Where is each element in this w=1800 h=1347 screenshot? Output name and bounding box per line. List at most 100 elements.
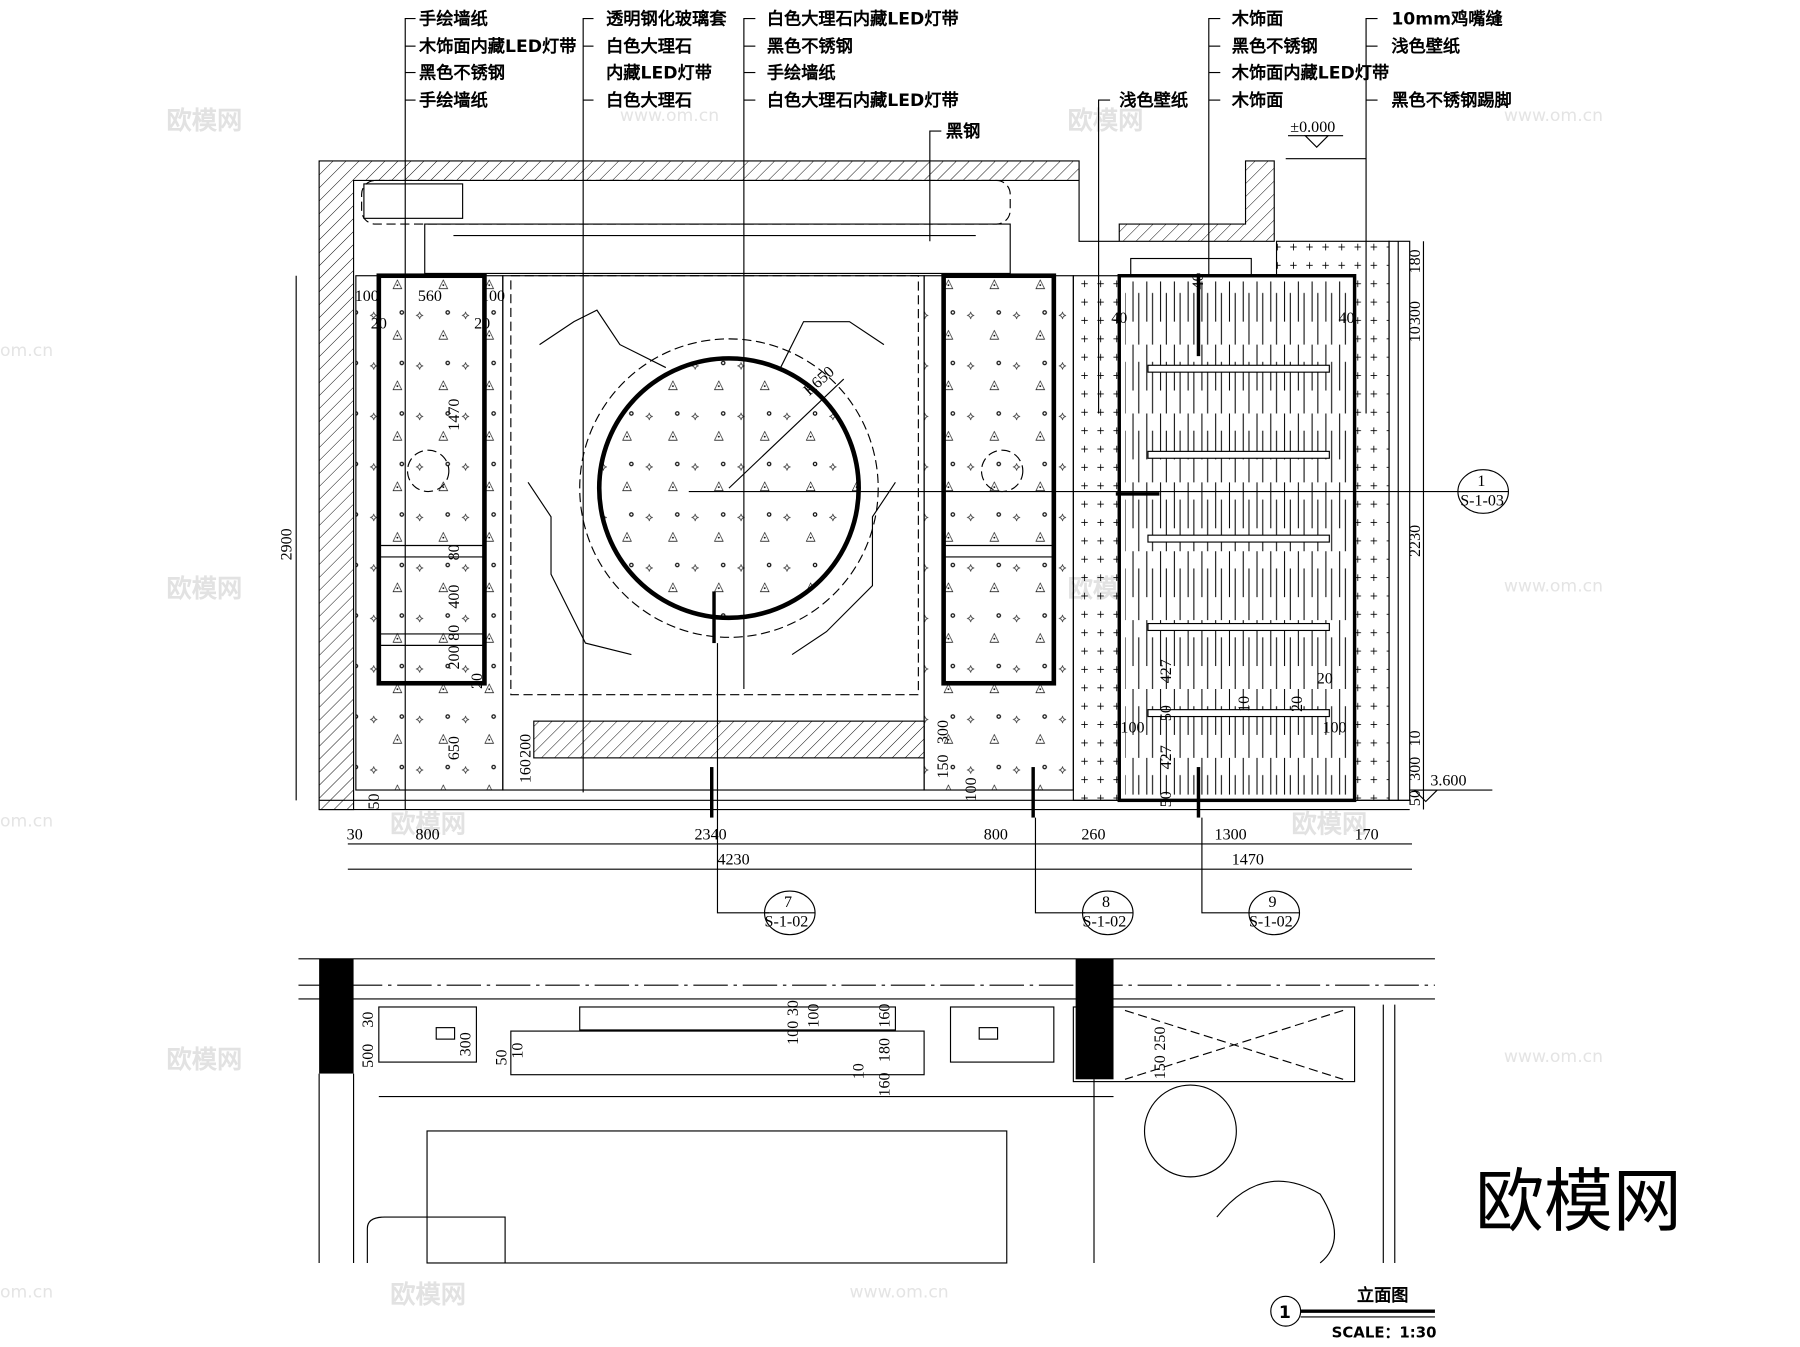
section-marker-8-text: S-1-02 xyxy=(1083,914,1127,931)
drawing-title: 立面图 xyxy=(1357,1285,1409,1306)
dimensions-left-panel-text: 20 xyxy=(474,316,490,333)
dimensions-center: 200 160 300 150 100 xyxy=(517,720,979,801)
plan-view-text: 250 xyxy=(1152,1027,1169,1051)
plan-view-text: 500 xyxy=(360,1044,377,1068)
dimensions-door-text: 40 xyxy=(1111,310,1127,327)
dimensions-right-text: 2230 xyxy=(1407,525,1424,557)
callout-wallpaper-text: 浅色壁纸 xyxy=(1119,90,1188,111)
plan-view-text: 180 xyxy=(877,1038,894,1062)
watermarks-text: om.cn xyxy=(0,341,53,361)
drawing-scale: SCALE：1:30 xyxy=(1332,1324,1437,1342)
dimensions-right-text: 180 xyxy=(1407,249,1424,273)
watermarks-text: www.om.cn xyxy=(849,1282,948,1302)
watermarks-text: www.om.cn xyxy=(1504,106,1603,126)
callout-group-3: 白色大理石内藏LED灯带 黑色不锈钢 手绘墙纸 白色大理石内藏LED灯带 xyxy=(743,8,959,689)
dimensions-door-text: 100 xyxy=(1322,720,1346,737)
wallpaper-strip xyxy=(1072,275,1120,801)
section-marker-8-text: 8 xyxy=(1102,894,1110,911)
section-marker-9-text: 9 xyxy=(1268,894,1276,911)
dimensions-right-text: 300 xyxy=(1407,301,1424,325)
center-marble-panel: R650 xyxy=(502,275,925,791)
dimensions-right-text: 10 xyxy=(1407,326,1424,342)
watermarks-text: www.om.cn xyxy=(1504,1047,1603,1067)
level-mark-bottom-text: 3.600 xyxy=(1430,772,1466,789)
plan-view-text: 300 xyxy=(458,1032,475,1056)
callout-group-4-text: 木饰面内藏LED灯带 xyxy=(1231,62,1389,83)
section-marker-7-text: S-1-02 xyxy=(765,914,809,931)
watermarks-text: om.cn xyxy=(0,812,53,832)
watermarks-text: 欧模网 xyxy=(166,106,242,135)
plan-view-text: 100 xyxy=(785,1021,802,1045)
plan-view-text: 50 xyxy=(493,1049,510,1065)
callout-black-steel-text: 黑钢 xyxy=(946,121,980,142)
dimensions-door-text: 40 xyxy=(1190,273,1207,289)
dimensions-left-panel-text: 80 xyxy=(446,625,463,641)
dimensions-bottom-text: 1470 xyxy=(1232,852,1264,869)
callout-black-steel: 黑钢 xyxy=(929,121,980,242)
dimensions-center-text: 160 xyxy=(517,759,534,783)
callout-group-1-text: 手绘墙纸 xyxy=(419,8,488,29)
dimensions-door-text: 20 xyxy=(1317,670,1333,687)
callout-group-2-text: 白色大理石 xyxy=(606,36,692,57)
dimensions-left-panel-text: 1470 xyxy=(446,399,463,431)
dimensions-right: 180 300 10 2230 10 300 50 xyxy=(1407,241,1425,810)
watermarks-text: 欧模网 xyxy=(166,574,242,603)
section-marker-9[interactable]: 9 S-1-02 xyxy=(1248,890,1301,936)
callout-group-5-text: 黑色不锈钢踢脚 xyxy=(1391,90,1511,111)
plan-view: 30 500 300 50 10 30 100 100 160 180 160 … xyxy=(298,958,1435,1264)
glass-circle xyxy=(579,338,879,638)
dimensions-door-text: 40 xyxy=(1339,310,1355,327)
section-marker-8[interactable]: 8 S-1-02 xyxy=(1081,890,1134,936)
dimensions-door: 40 40 40 427 50 427 50 10 20 20 100 100 xyxy=(1111,273,1354,807)
callout-group-3-text: 白色大理石内藏LED灯带 xyxy=(767,8,959,29)
dimensions-left-panel-text: 80 xyxy=(446,544,463,560)
callout-group-4-text: 木饰面 xyxy=(1231,8,1284,29)
watermarks-text: om.cn xyxy=(0,1282,53,1302)
watermarks-text: 欧模网 xyxy=(1068,106,1144,135)
callout-group-5-text: 10mm鸡嘴缝 xyxy=(1391,8,1503,29)
callout-group-1-text: 手绘墙纸 xyxy=(419,90,488,111)
callout-group-2-text: 白色大理石 xyxy=(606,90,692,111)
dimensions-door-text: 100 xyxy=(1120,720,1144,737)
left-marble-panel xyxy=(355,273,504,791)
watermarks-text: 欧模网 xyxy=(390,1280,466,1309)
section-marker-7[interactable]: 7 S-1-02 xyxy=(763,890,816,936)
dimensions-bottom-text: 2340 xyxy=(695,826,727,843)
dimensions-center-text: 100 xyxy=(963,777,980,801)
dimensions-center-text: 200 xyxy=(517,734,534,758)
dimensions-bottom-text: 800 xyxy=(984,826,1008,843)
dimensions-center-text: 150 xyxy=(935,754,952,778)
callout-group-5-text: 浅色壁纸 xyxy=(1391,36,1460,57)
watermarks-text: www.om.cn xyxy=(1504,576,1603,596)
plan-view-text: 100 xyxy=(805,1004,822,1028)
section-marker-7-text: 7 xyxy=(784,894,792,911)
section-marker-1[interactable]: 1 S-1-03 xyxy=(1457,469,1509,514)
dimensions-door-text: 50 xyxy=(1158,791,1175,807)
plan-view-text: 10 xyxy=(850,1063,867,1079)
wall-structure xyxy=(318,160,1275,811)
dimensions-bottom-text: 170 xyxy=(1355,826,1379,843)
drawing-title-block: 1 立面图 SCALE：1:30 xyxy=(1270,1285,1437,1342)
plan-view-text: 30 xyxy=(360,1012,377,1028)
watermarks-text: 欧模网 xyxy=(1291,809,1367,838)
right-marble-panel xyxy=(923,273,1074,791)
dimensions-left-panel-text: 400 xyxy=(446,585,463,609)
dimensions-door-text: 20 xyxy=(1289,696,1306,712)
dimensions-right-text: 10 xyxy=(1407,730,1424,746)
dimensions-door-text: 427 xyxy=(1158,659,1175,683)
dimension-height-text: 2900 xyxy=(279,528,296,560)
dimensions-right-text: 50 xyxy=(1407,790,1424,806)
dimension-height: 2900 xyxy=(279,275,297,801)
dimensions-left-panel-text: 100 xyxy=(481,288,505,305)
dimensions-door-text: 50 xyxy=(1158,705,1175,721)
callout-group-2: 透明钢化玻璃套 白色大理石 内藏LED灯带 白色大理石 xyxy=(582,8,727,793)
callout-group-2-text: 内藏LED灯带 xyxy=(606,62,712,83)
plan-view-text: 150 xyxy=(1152,1055,1169,1079)
level-mark-top: ±0.000 xyxy=(1288,119,1344,148)
dimensions-bottom-text: 4230 xyxy=(717,852,749,869)
callout-group-4: 木饰面 黑色不锈钢 木饰面内藏LED灯带 木饰面 xyxy=(1208,8,1389,368)
section-marker-1-text: S-1-03 xyxy=(1460,492,1504,509)
section-marker-1-text: 1 xyxy=(1477,473,1485,490)
callout-group-4-text: 黑色不锈钢 xyxy=(1232,36,1318,57)
dimensions-right-text: 300 xyxy=(1407,757,1424,781)
